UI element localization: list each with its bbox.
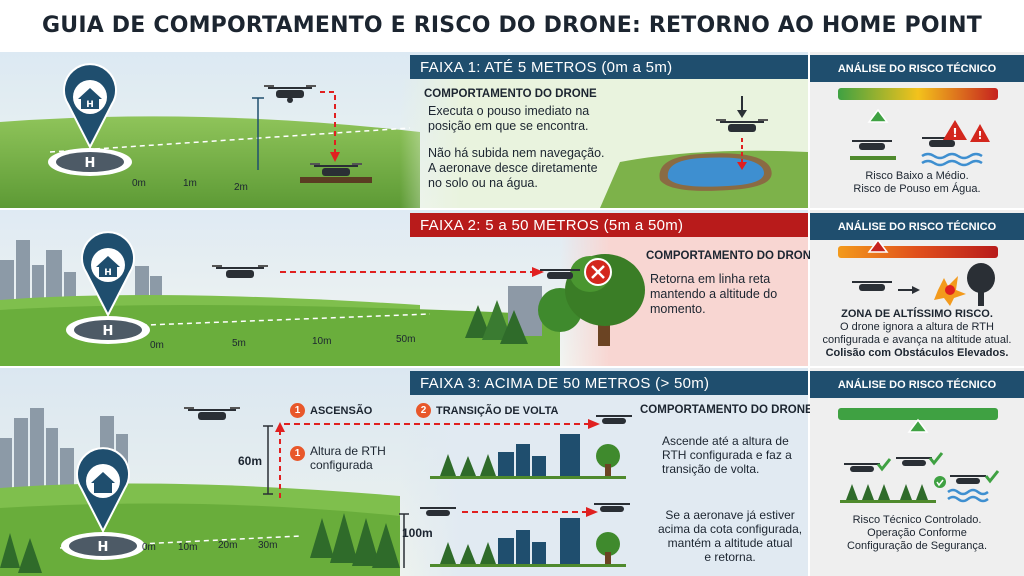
height-100-label: 100m [402, 526, 433, 540]
rth-height-label: 1 Altura de RTH configurada [290, 444, 386, 472]
band-2: H H [0, 210, 1024, 366]
drone-icon [716, 119, 768, 132]
drone-icon [264, 85, 316, 103]
distance-line [69, 313, 431, 329]
step-ascent: 1 ASCENSÃO [290, 403, 372, 418]
risk-panel-title: ANÁLISE DO RISCO TÉCNICO [810, 213, 1024, 240]
home-pin-icon: H [81, 231, 135, 318]
water-icon [947, 488, 989, 503]
svg-text:H: H [86, 100, 94, 110]
risk-graphic [838, 408, 1000, 503]
tree-icon [846, 484, 928, 500]
risk-meter [838, 408, 998, 420]
building-icon [498, 434, 580, 476]
band-3-scene: H [0, 368, 813, 576]
band-1: H H [0, 52, 1024, 208]
page-title: GUIA DE COMPORTAMENTO E RISCO DO DRONE: … [42, 12, 982, 38]
risk-marker [867, 108, 889, 123]
risk-panel-1: ANÁLISE DO RISCO TÉCNICO ! [810, 52, 1024, 208]
svg-text:!: ! [977, 129, 982, 142]
drone-icon [420, 507, 456, 516]
behavior-text: Retorna em linha reta mantendo a altitud… [650, 272, 778, 316]
water-icon [921, 152, 983, 167]
height-60-label: 60m [238, 454, 263, 468]
tick-label: 2m [234, 182, 248, 193]
step-number: 1 [290, 403, 305, 418]
step-number: 2 [416, 403, 431, 418]
home-pin-icon: H [63, 63, 117, 150]
drone-icon [596, 415, 632, 424]
drone-icon [896, 457, 932, 466]
home-pin-icon [76, 447, 130, 534]
band-label: FAIXA 3: ACIMA DE 50 METROS (> 50m) [410, 371, 808, 395]
risk-panel-title: ANÁLISE DO RISCO TÉCNICO [810, 371, 1024, 398]
drone-icon [852, 140, 892, 150]
drone-icon [540, 269, 580, 279]
drone-icon [594, 503, 630, 512]
collision-icon [584, 258, 612, 286]
band-label: FAIXA 1: ATÉ 5 METROS (0m a 5m) [410, 55, 808, 79]
svg-text:H: H [103, 324, 114, 339]
risk-description: Risco Técnico Controlado. Operação Confo… [846, 514, 988, 552]
drone-icon [212, 265, 268, 278]
band-label: FAIXA 2: 5 a 50 METROS (5m a 50m) [410, 213, 808, 237]
risk-panel-title: ANÁLISE DO RISCO TÉCNICO [810, 55, 1024, 82]
behavior-text: Não há subida nem navegação. A aeronave … [428, 146, 605, 190]
step-transition: 2 TRANSIÇÃO DE VOLTA [416, 403, 558, 418]
risk-description: Risco Baixo a Médio. Risco de Pouso em Á… [853, 170, 981, 195]
svg-text:H: H [98, 540, 109, 555]
pond-icon [659, 153, 772, 191]
building-icon [498, 518, 580, 564]
check-icon [876, 452, 1000, 484]
tick-label: 0m [142, 542, 156, 553]
risk-panel-2: ANÁLISE DO RISCO TÉCNICO [810, 210, 1024, 366]
tick-label: 5m [232, 338, 246, 349]
drone-icon [950, 475, 986, 484]
svg-text:!: ! [952, 126, 957, 140]
distance-line [49, 127, 411, 153]
risk-meter [838, 246, 998, 258]
behavior-text: Se a aeronave já estiver acima da cota c… [658, 508, 803, 564]
behavior-title: COMPORTAMENTO DO DRONE [646, 250, 819, 262]
risk-marker [867, 240, 889, 253]
svg-text:H: H [85, 156, 96, 171]
drone-icon [844, 463, 880, 472]
tick-label: 10m [312, 336, 332, 347]
tick-label: 10m [178, 542, 198, 553]
band-3: H [0, 368, 1024, 576]
tree-icon [440, 532, 620, 564]
drone-icon [310, 163, 362, 176]
helipad-icon: H [48, 148, 132, 176]
svg-text:H: H [104, 268, 112, 278]
drone-icon [184, 407, 240, 420]
step-number: 1 [290, 446, 305, 461]
collision-icon [934, 276, 966, 306]
risk-panel-3: ANÁLISE DO RISCO TÉCNICO [810, 368, 1024, 576]
helipad-icon: H [66, 316, 150, 344]
tick-label: 30m [258, 540, 278, 551]
risk-graphic: ! ! [838, 88, 998, 167]
behavior-text: Ascende até a altura de RTH configurada … [662, 434, 792, 476]
check-icon [934, 476, 946, 488]
tick-label: 0m [150, 340, 164, 351]
risk-graphic [838, 240, 998, 306]
tick-label: 20m [218, 540, 238, 551]
warning-icon: ! ! [943, 120, 990, 142]
tree-icon [0, 513, 400, 573]
tick-label: 50m [396, 334, 416, 345]
path-line [320, 91, 336, 157]
behavior-title: COMPORTAMENTO DO DRONE [424, 88, 597, 100]
behavior-text: Executa o pouso imediato na posição em q… [428, 104, 590, 133]
tree-icon [440, 444, 620, 476]
risk-marker [907, 418, 929, 433]
tick-label: 1m [183, 178, 197, 189]
behavior-title: COMPORTAMENTO DO DRONE [640, 404, 813, 416]
drone-icon [852, 281, 892, 291]
tree-icon [967, 263, 995, 306]
band-3-illustration: H [0, 368, 808, 576]
risk-meter [838, 88, 998, 100]
tick-label: 0m [132, 178, 146, 189]
helipad-icon: H [61, 532, 145, 560]
risk-description: ZONA DE ALTÍSSIMO RISCO. O drone ignora … [822, 308, 1012, 359]
